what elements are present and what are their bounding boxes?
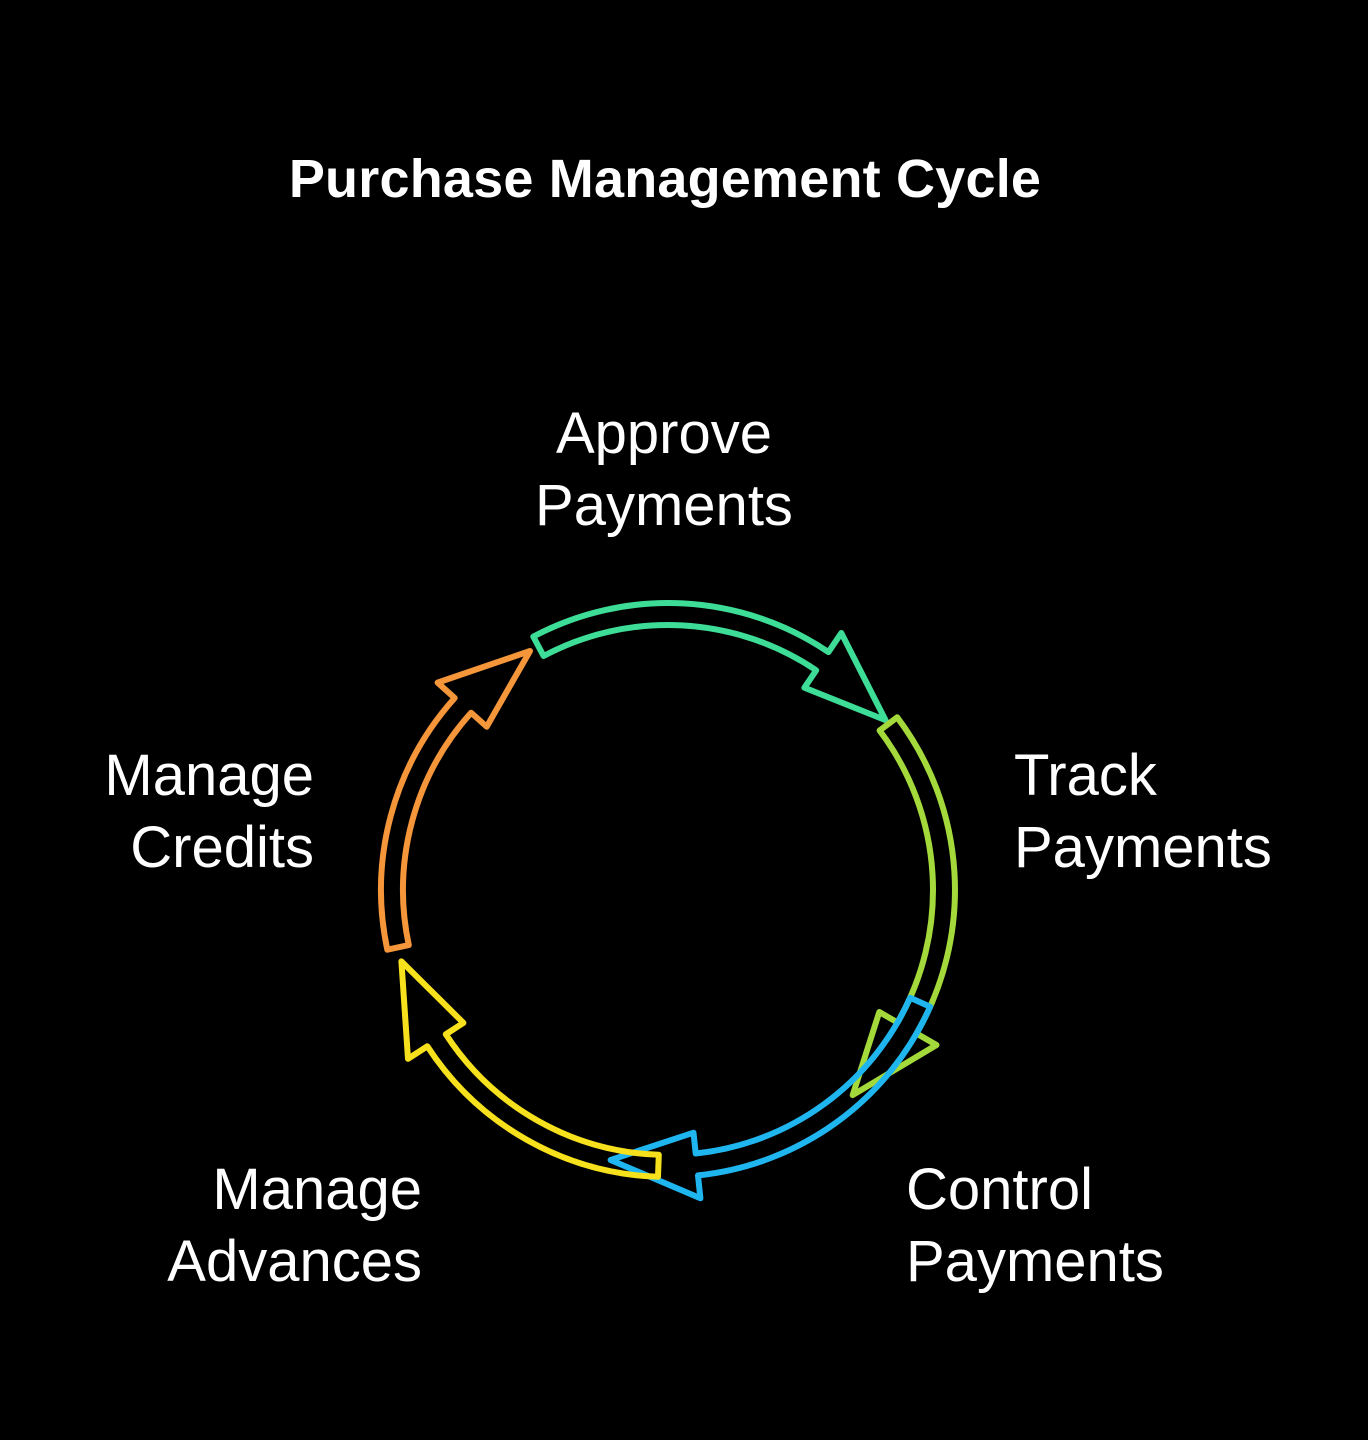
step-label-line1: Track [1014, 743, 1157, 808]
arrow-manage-credits [378, 648, 533, 953]
step-approve-payments: Approve Payments [464, 398, 864, 542]
arrow-track-payments [849, 714, 958, 1099]
step-track-payments: Track Payments [1014, 740, 1334, 884]
step-label-line1: Approve [555, 401, 773, 466]
step-label-line2: Payments [906, 1229, 1164, 1294]
step-label-line2: Payments [535, 473, 793, 538]
step-manage-credits: Manage Credits [40, 740, 314, 884]
step-label-line1: Manage [212, 1157, 422, 1222]
arrow-control-payments [607, 994, 934, 1202]
step-label-line2: Advances [167, 1229, 422, 1294]
step-manage-advances: Manage Advances [62, 1154, 422, 1298]
arrow-approve-payments [530, 600, 889, 724]
arrow-manage-advances [398, 958, 662, 1180]
step-label-line2: Payments [1014, 815, 1272, 880]
step-label-line2: Credits [130, 815, 314, 880]
step-control-payments: Control Payments [906, 1154, 1246, 1298]
diagram-title: Purchase Management Cycle [288, 149, 1042, 209]
step-label-line1: Control [906, 1157, 1093, 1222]
step-label-line1: Manage [104, 743, 314, 808]
